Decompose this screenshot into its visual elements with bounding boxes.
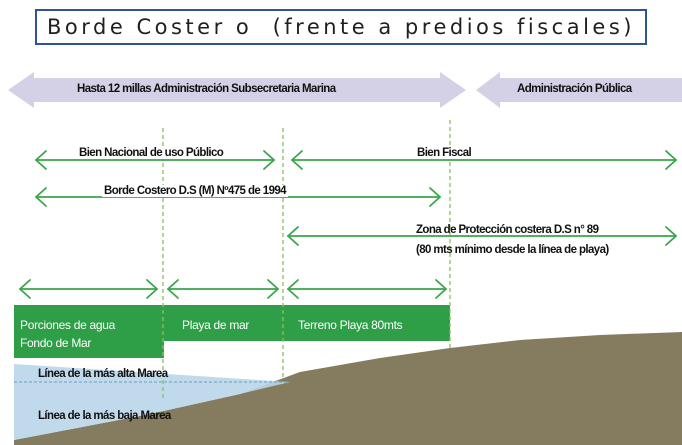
publica-jurisdiction-label: Administración Pública <box>517 83 632 95</box>
arrow-porciones <box>19 279 158 299</box>
terrain <box>14 332 682 445</box>
arrow-bien-nacional <box>35 150 275 170</box>
page-title: Borde Coster o (frente a predios fiscale… <box>47 15 635 39</box>
marina-jurisdiction-arrow <box>8 72 466 108</box>
title-box: Borde Coster o (frente a predios fiscale… <box>35 9 647 45</box>
arrow-playa <box>167 279 279 299</box>
porciones-label-line1: Porciones de agua <box>20 318 115 332</box>
high-tide-label: Línea de la más alta Marea <box>38 368 168 380</box>
playa-label: Playa de mar <box>182 318 250 332</box>
arrow-bien-fiscal <box>291 150 677 170</box>
arrow-borde-costero <box>35 187 441 207</box>
low-tide-label: Línea de la más baja Marea <box>38 410 171 422</box>
zona-proteccion-label-line2: (80 mts mínimo desde la línea de playa) <box>416 244 609 256</box>
arrow-terreno <box>287 279 447 299</box>
porciones-label-line2: Fondo de Mar <box>20 336 92 350</box>
zona-proteccion-label-line1: Zona de Protección costera D.S n° 89 <box>416 224 599 236</box>
bien-nacional-label: Bien Nacional de uso Público <box>77 147 226 159</box>
terreno-label: Terreno Playa 80mts <box>298 318 403 332</box>
publica-jurisdiction-arrow <box>476 72 682 108</box>
water <box>14 364 290 440</box>
marina-jurisdiction-label: Hasta 12 millas Administración Subsecret… <box>77 83 336 95</box>
bien-fiscal-label: Bien Fiscal <box>415 147 474 159</box>
green-band-lower-left <box>14 341 164 358</box>
green-band <box>14 305 450 341</box>
arrow-zona-proteccion <box>287 226 677 246</box>
borde-costero-label: Borde Costero D.S (M) Nº475 de 1994 <box>102 185 288 197</box>
